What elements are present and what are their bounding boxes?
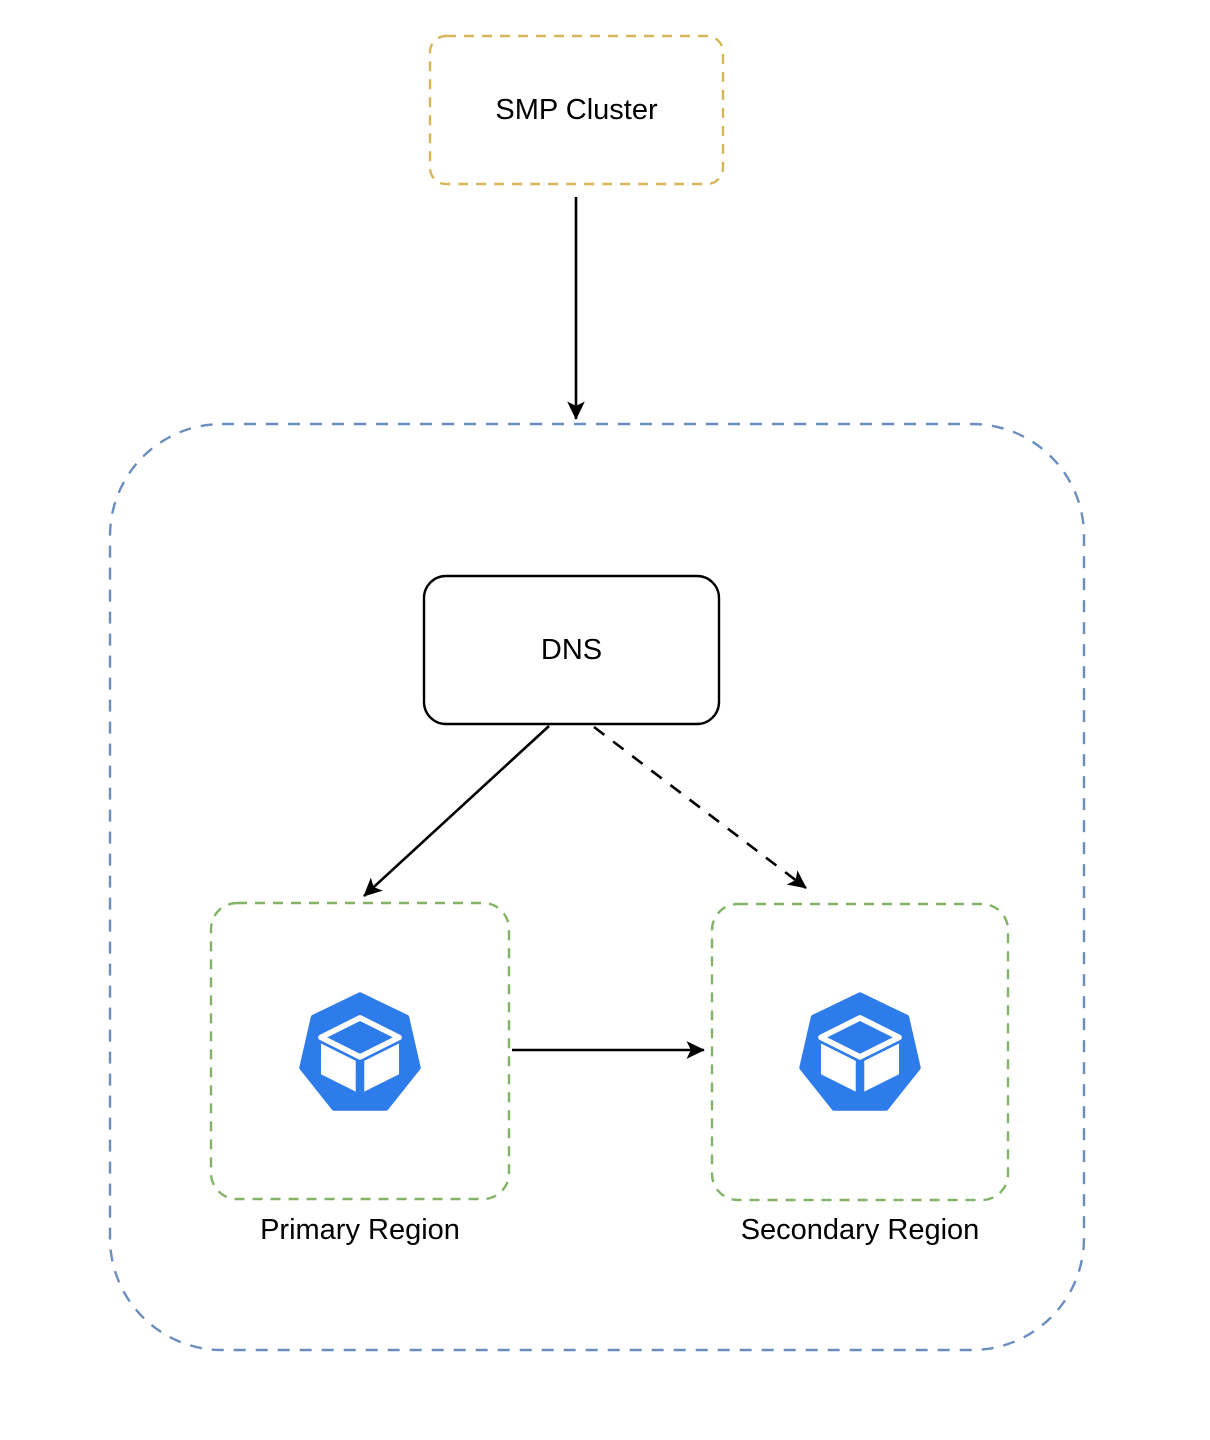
cluster-heptagon-cube-icon (299, 992, 421, 1111)
edge-dns-to-secondary (593, 725, 807, 890)
dns-box (422, 574, 721, 726)
edge-dns-to-primary (363, 725, 550, 897)
regions-container-box (108, 422, 1086, 1352)
cluster-heptagon-cube-icon (799, 992, 921, 1111)
smp-cluster-box (428, 34, 725, 186)
